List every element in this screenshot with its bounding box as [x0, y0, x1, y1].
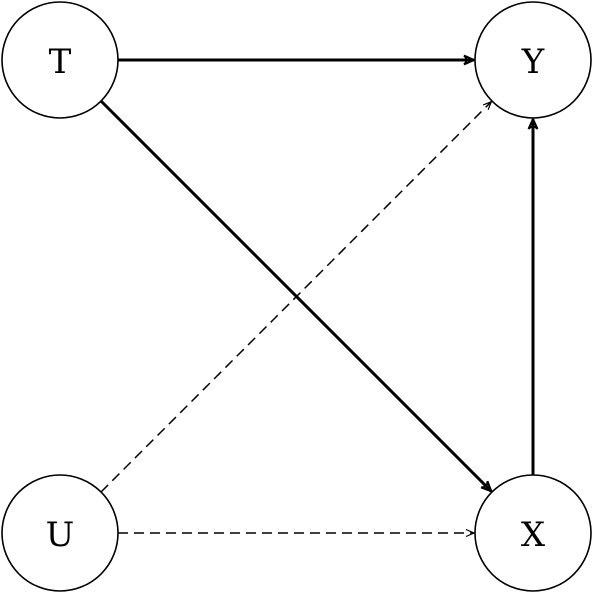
edges-layer	[99, 60, 533, 533]
node-t: T	[1, 1, 119, 119]
node-circle	[474, 1, 592, 119]
node-label: U	[46, 515, 75, 555]
node-circle	[1, 474, 119, 592]
node-circle	[474, 474, 592, 592]
node-label: Y	[521, 42, 545, 82]
node-u: U	[1, 474, 119, 592]
node-label: X	[521, 515, 546, 555]
node-circle	[1, 1, 119, 119]
edge-u-to-y	[100, 102, 491, 493]
node-x: X	[474, 474, 592, 592]
node-label: T	[49, 42, 72, 82]
node-y: Y	[474, 1, 592, 119]
